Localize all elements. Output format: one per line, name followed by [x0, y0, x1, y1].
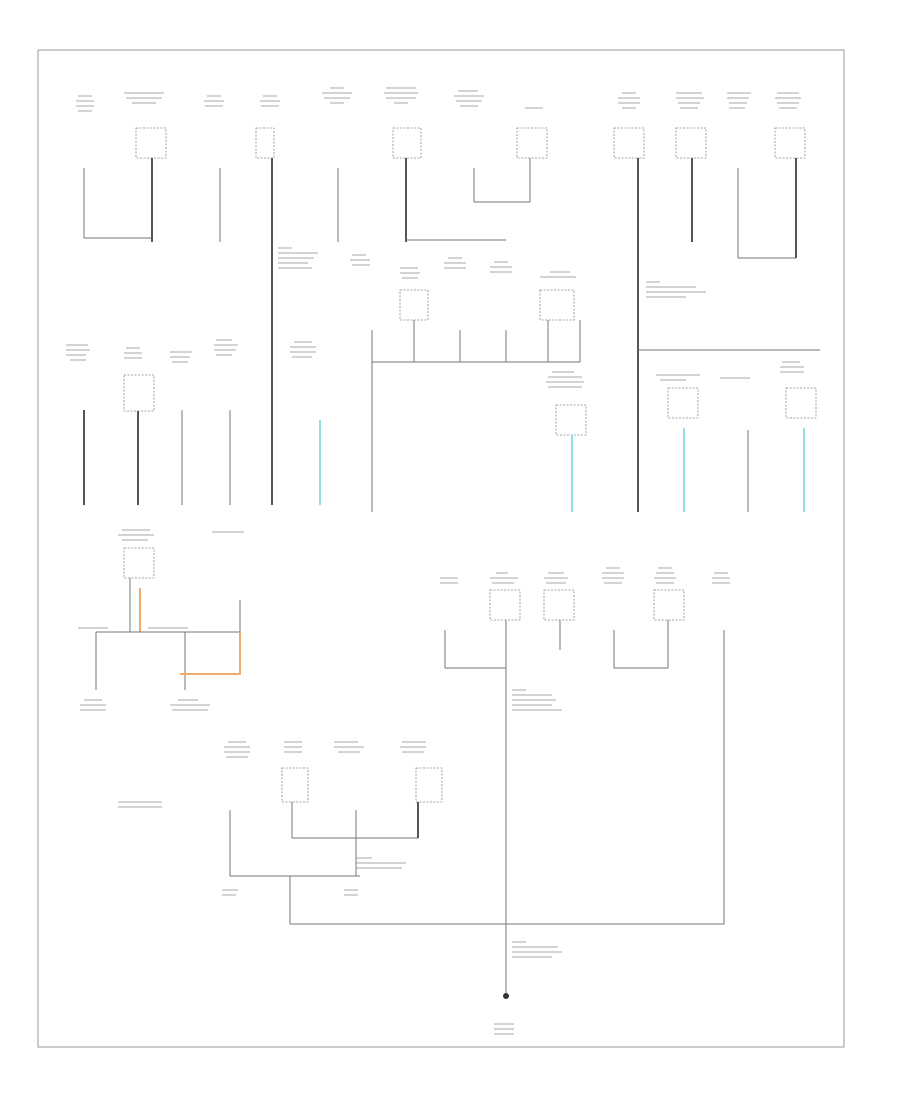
top-row-connectors: [135, 127, 806, 159]
second-row-connectors: [399, 289, 575, 321]
left-middle-connectors: [123, 547, 155, 579]
bottom-labels: [118, 741, 562, 1035]
bottom-wires: [229, 802, 725, 925]
second-row-wires: [371, 320, 820, 512]
ground-point: [503, 993, 509, 999]
right-middle-labels: [440, 567, 730, 711]
bottom-connectors: [281, 767, 443, 803]
third-row-labels: [66, 339, 804, 388]
third-row-wires: [83, 410, 805, 512]
second-row-labels: [278, 247, 706, 298]
right-middle-connectors: [489, 589, 685, 621]
left-middle-labels: [78, 529, 244, 711]
left-middle-wires: [95, 578, 241, 690]
third-row-connectors: [123, 374, 817, 436]
diagram-frame: [37, 49, 845, 1048]
top-row-wires: [83, 158, 797, 512]
right-middle-wires: [444, 620, 725, 996]
top-row-labels: [76, 87, 801, 112]
